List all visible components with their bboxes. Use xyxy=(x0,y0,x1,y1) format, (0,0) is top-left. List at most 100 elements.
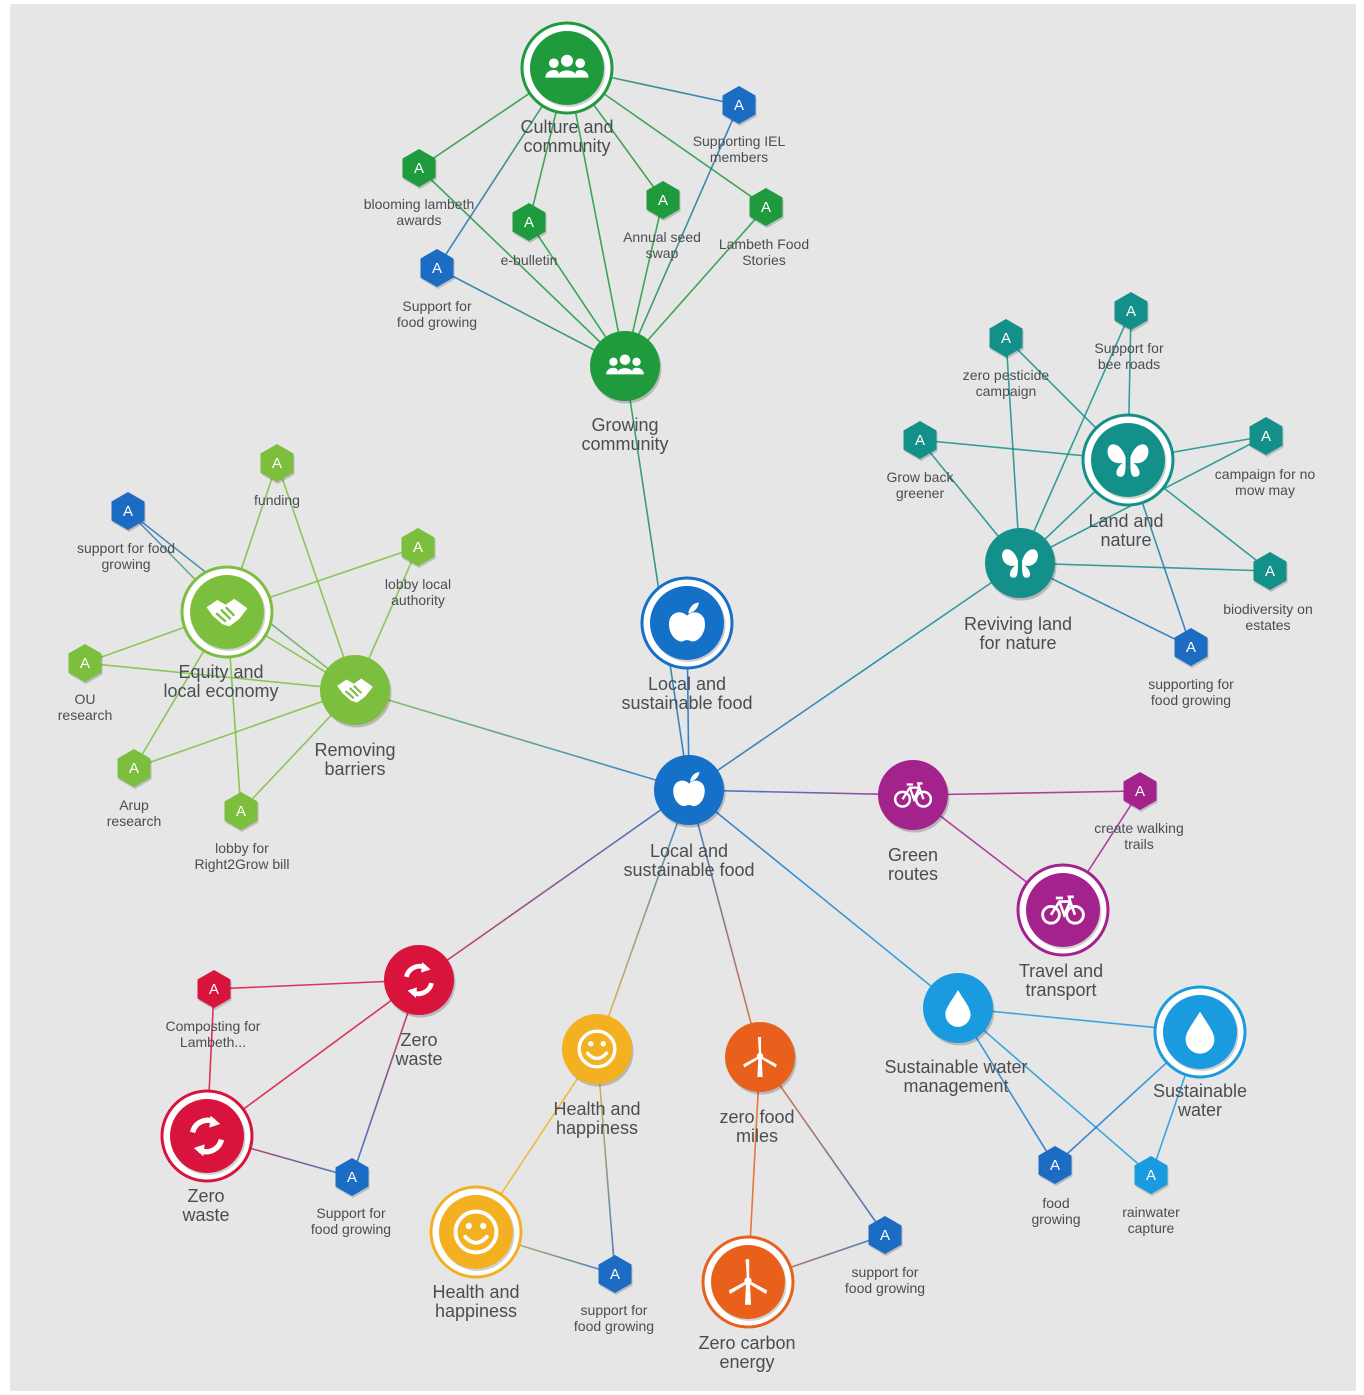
hexagon-icon xyxy=(1123,772,1157,810)
theme-disc xyxy=(170,1099,244,1173)
butterfly-icon xyxy=(1107,444,1149,477)
label-line: miles xyxy=(736,1126,778,1146)
label-line: Lambeth... xyxy=(180,1034,246,1050)
label-line: campaign for no xyxy=(1215,466,1316,482)
hexagon-icon xyxy=(646,181,680,219)
hexagon-icon xyxy=(402,149,436,187)
label-line: Zero xyxy=(187,1186,224,1206)
recycle-icon xyxy=(404,962,434,998)
label-line: blooming lambeth xyxy=(364,196,475,212)
edge-local_hub-zero_food xyxy=(688,789,761,1058)
recycle-icon xyxy=(189,1115,225,1157)
label-line: lobby local xyxy=(385,576,451,592)
action-letter: A xyxy=(236,803,246,820)
label-line: Right2Grow bill xyxy=(195,856,290,872)
action-letter: A xyxy=(734,97,744,114)
label-line: estates xyxy=(1245,617,1290,633)
label-line: research xyxy=(58,707,112,723)
hexagon-icon xyxy=(117,749,151,787)
label-line: support for xyxy=(581,1302,648,1318)
water-drop-icon xyxy=(1185,1011,1215,1054)
wind-turbine-icon xyxy=(728,1259,768,1305)
label-line: Green xyxy=(888,845,938,865)
action-letter: A xyxy=(129,760,139,777)
action-letter: A xyxy=(414,160,424,177)
theme-disc xyxy=(384,945,454,1015)
theme-disc xyxy=(590,331,660,401)
label-line: biodiversity on xyxy=(1223,601,1313,617)
hexagon-icon xyxy=(1174,628,1208,666)
hexagon-icon xyxy=(260,444,294,482)
label-line: management xyxy=(903,1076,1008,1096)
label-line: waste xyxy=(181,1205,229,1225)
label-line: awards xyxy=(396,212,441,228)
edge-local_hub-green_routes xyxy=(688,789,914,796)
action-node-a_ebull[interactable]: Ae-bulletin xyxy=(501,203,558,268)
hexagon-icon xyxy=(1134,1156,1168,1194)
edge-growing-a_stories xyxy=(624,206,767,367)
label-line: food growing xyxy=(574,1318,654,1334)
label-line: lobby for xyxy=(215,840,269,856)
label-line: Reviving land xyxy=(964,614,1072,634)
label-line: local economy xyxy=(163,681,278,701)
label-line: barriers xyxy=(324,759,385,779)
label-line: food growing xyxy=(1151,692,1231,708)
a_funding-label: funding xyxy=(254,492,300,508)
label-line: Culture and xyxy=(520,117,613,137)
theme-disc xyxy=(985,528,1055,598)
theme-disc xyxy=(1091,423,1165,497)
